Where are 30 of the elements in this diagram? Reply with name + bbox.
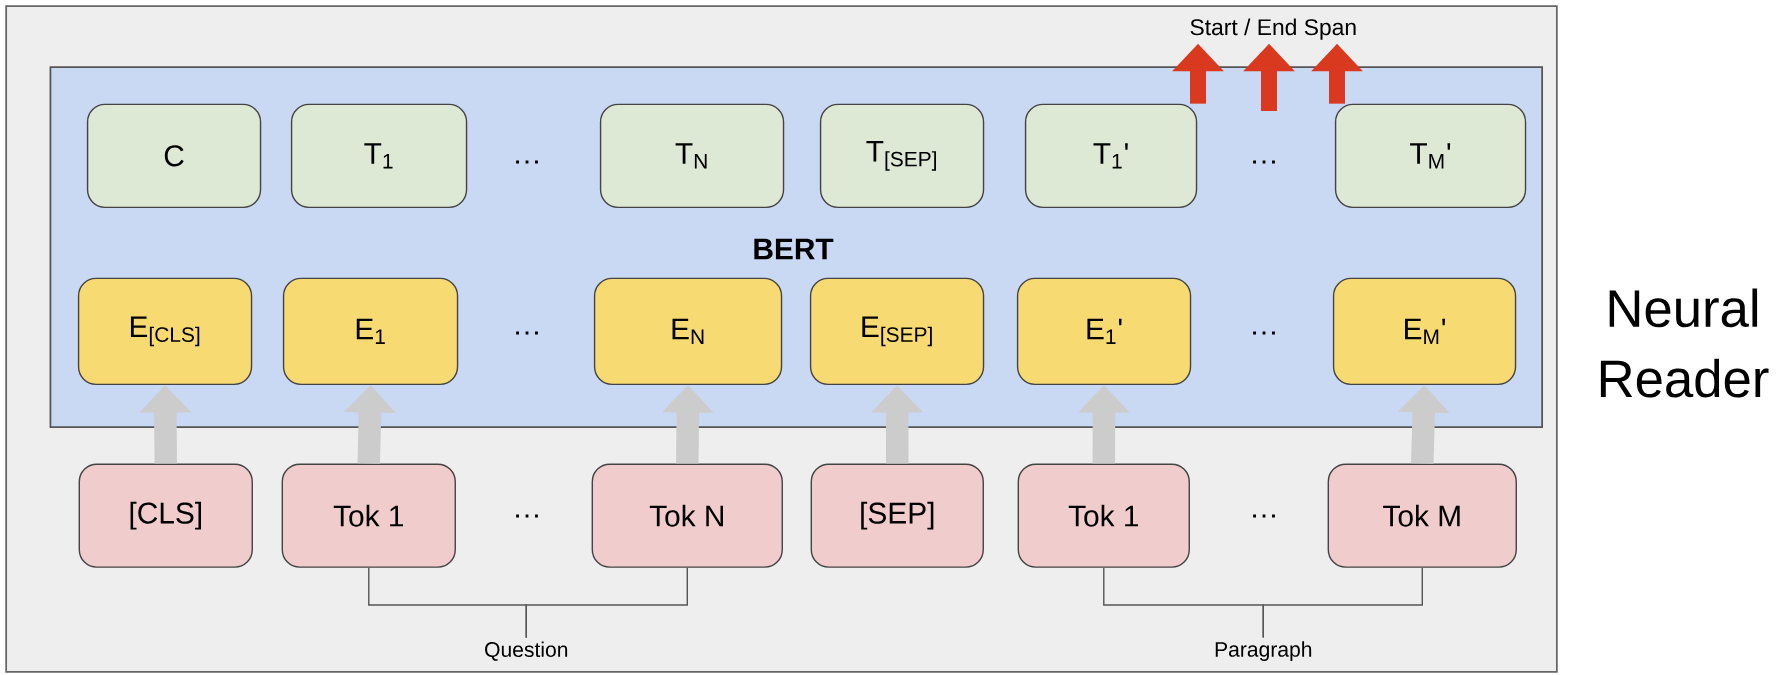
token-box: Tok N	[591, 463, 783, 568]
output-box: T$_{M}$'	[1334, 103, 1527, 209]
embedding-box: E$_{1}$	[282, 277, 459, 386]
ellipsis: …	[516, 331, 538, 335]
ellipsis: …	[1253, 160, 1275, 164]
embedding-box: E$_{1}$'	[1016, 277, 1192, 386]
output-box: T$_{[SEP]}$	[819, 103, 985, 209]
token-box: Tok M	[1327, 463, 1517, 568]
node-label: Neural Reader	[1600, 288, 1769, 398]
token-box: [CLS]	[78, 463, 253, 568]
ellipsis: …	[1253, 331, 1275, 335]
ellipsis: …	[516, 160, 538, 164]
text-label: Question	[485, 641, 568, 661]
text-label: Start / End Span	[1190, 18, 1356, 40]
output-box: T$_{1}$'	[1024, 103, 1198, 209]
output-box: C	[86, 103, 262, 209]
output-box: T$_{N}$	[599, 103, 785, 209]
ellipsis: …	[516, 514, 538, 518]
bracket-line	[525, 567, 688, 639]
token-box: [SEP]	[810, 463, 984, 568]
embedding-box: E$_{[SEP]}$	[809, 277, 985, 386]
token-box: Tok 1	[1017, 463, 1190, 568]
token-box: Tok 1	[281, 463, 456, 568]
text-label: Paragraph	[1215, 641, 1312, 661]
output-box: T$_{1}$	[290, 103, 468, 209]
ellipsis: …	[1253, 514, 1275, 518]
embedding-box: E$_{N}$	[593, 277, 783, 386]
bracket-line	[1262, 567, 1423, 639]
embedding-box: E$_{[CLS]}$	[77, 277, 253, 386]
embedding-box: E$_{M}$'	[1332, 277, 1517, 386]
